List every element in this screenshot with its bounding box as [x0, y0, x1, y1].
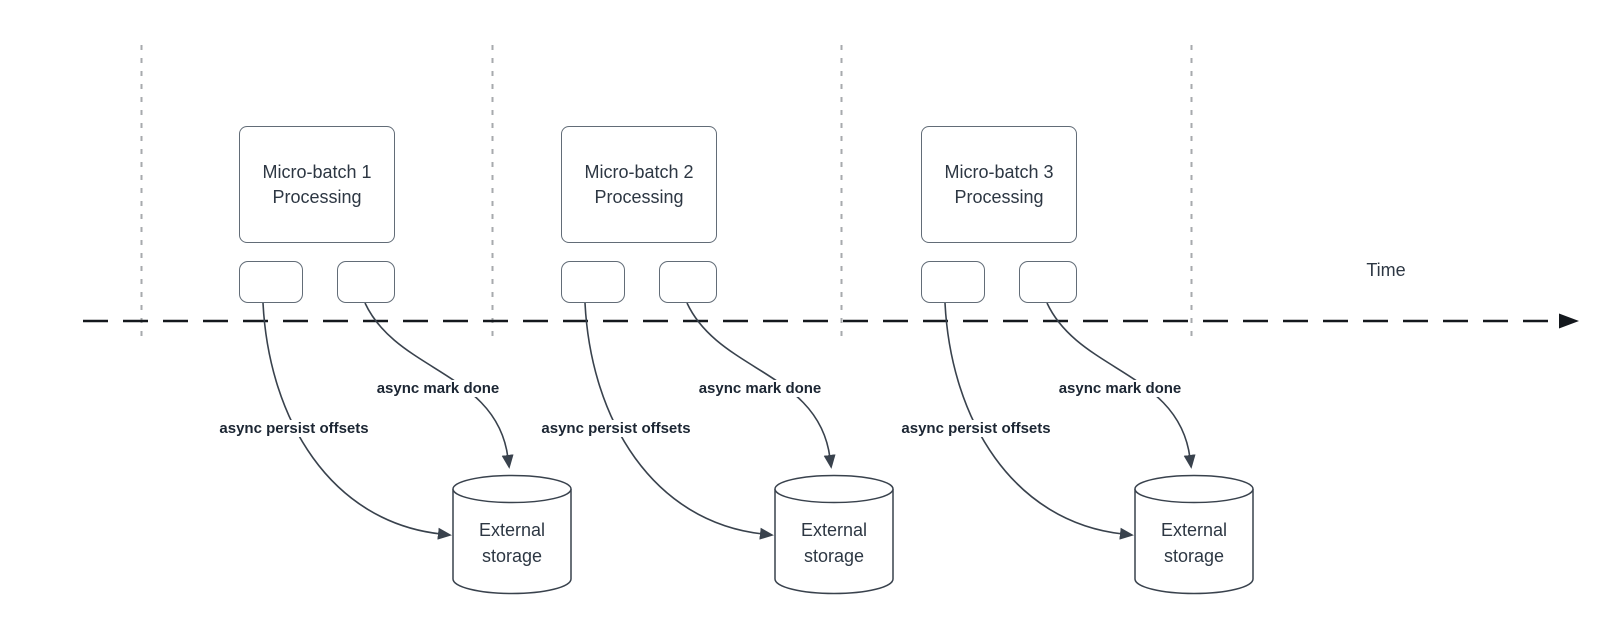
persist-offsets-connector-3	[944, 302, 1134, 540]
time-axis-arrowhead-icon	[1559, 313, 1579, 329]
mark-done-connector-3	[1046, 302, 1196, 469]
external-storage-cylinder-top-3	[1134, 474, 1254, 504]
batch-shapes-2	[584, 302, 894, 595]
external-storage-cylinder-2	[774, 489, 894, 595]
mark-done-connector-1	[364, 302, 514, 469]
persist-offsets-connector-2	[584, 302, 774, 540]
time-axis-label: Time	[1366, 260, 1406, 280]
external-storage-cylinder-top-1	[452, 474, 572, 504]
external-storage-cylinder-top-2	[774, 474, 894, 504]
batch-shapes-1	[262, 302, 572, 595]
external-storage-cylinder-3	[1134, 489, 1254, 595]
persist-offsets-connector-1	[262, 302, 452, 540]
mark-done-connector-2	[686, 302, 836, 469]
external-storage-cylinder-1	[452, 489, 572, 595]
batch-shapes-3	[944, 302, 1254, 595]
